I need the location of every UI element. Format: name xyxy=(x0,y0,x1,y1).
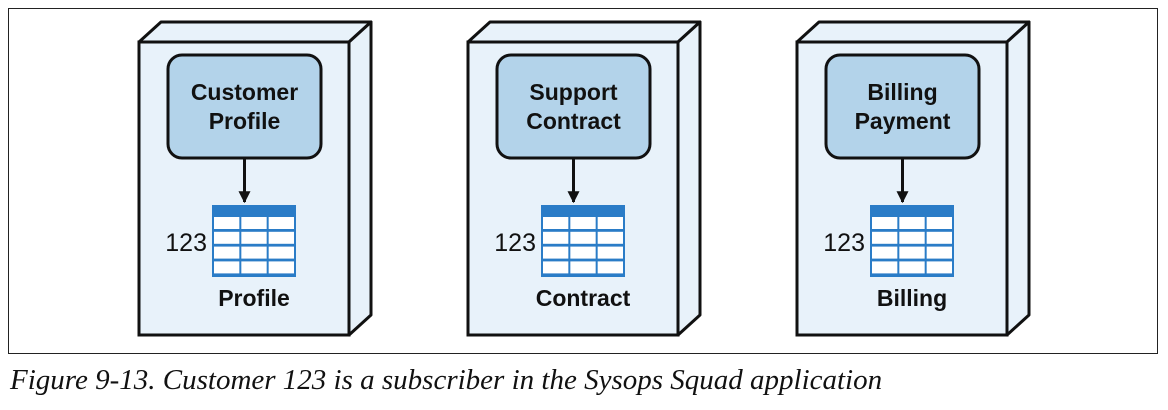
table-cell xyxy=(543,261,569,274)
table-cell xyxy=(241,261,267,274)
table-cell xyxy=(872,231,898,244)
table-cell xyxy=(268,217,294,229)
table-cell xyxy=(214,246,240,259)
table-cell xyxy=(926,217,952,229)
table-cell xyxy=(268,246,294,259)
table-cell xyxy=(899,231,925,244)
table-icon xyxy=(212,205,296,277)
box-top-face xyxy=(466,20,702,44)
service-name-line: Payment xyxy=(855,108,951,134)
service-name-line: Contract xyxy=(526,108,621,134)
table-cell xyxy=(899,261,925,274)
table-cell xyxy=(899,217,925,229)
table-cell xyxy=(597,261,623,274)
table-name-label: Billing xyxy=(877,285,947,311)
table-cell xyxy=(597,217,623,229)
customer-id-label: 123 xyxy=(494,229,536,257)
box-top-face xyxy=(795,20,1031,44)
customer-id-label: 123 xyxy=(165,229,207,257)
table-cell xyxy=(570,261,596,274)
table-cell xyxy=(926,246,952,259)
table-cell xyxy=(268,261,294,274)
table-cell xyxy=(241,217,267,229)
table-cell xyxy=(597,231,623,244)
table-cell xyxy=(214,261,240,274)
table-cell xyxy=(214,217,240,229)
table-icon xyxy=(870,205,954,277)
table-icon xyxy=(541,205,625,277)
box-side-face xyxy=(347,20,373,337)
box-side-face xyxy=(1005,20,1031,337)
table-cell xyxy=(241,231,267,244)
table-cell xyxy=(214,231,240,244)
service-component xyxy=(166,53,323,160)
box-side-face xyxy=(676,20,702,337)
domain-diagram: CustomerProfile123ProfileSupportContract… xyxy=(137,20,1031,337)
table-cell xyxy=(926,231,952,244)
figure-caption: Figure 9-13. Customer 123 is a subscribe… xyxy=(10,364,883,396)
table-cell xyxy=(570,231,596,244)
table-cell xyxy=(872,261,898,274)
table-cell xyxy=(872,217,898,229)
table-cell xyxy=(570,217,596,229)
table-cell xyxy=(926,261,952,274)
table-cell xyxy=(543,246,569,259)
service-component xyxy=(495,53,652,160)
table-cell xyxy=(268,231,294,244)
table-cell xyxy=(597,246,623,259)
table-name-label: Profile xyxy=(218,285,290,311)
table-cell xyxy=(570,246,596,259)
service-name-line: Customer xyxy=(191,79,298,105)
service-name-line: Support xyxy=(529,79,617,105)
table-cell xyxy=(899,246,925,259)
table-cell xyxy=(543,231,569,244)
table-cell xyxy=(543,217,569,229)
service-name-line: Profile xyxy=(209,108,281,134)
box-top-face xyxy=(137,20,373,44)
table-name-label: Contract xyxy=(536,285,631,311)
service-component xyxy=(824,53,981,160)
table-cell xyxy=(872,246,898,259)
customer-id-label: 123 xyxy=(823,229,865,257)
service-name-line: Billing xyxy=(867,79,937,105)
table-cell xyxy=(241,246,267,259)
